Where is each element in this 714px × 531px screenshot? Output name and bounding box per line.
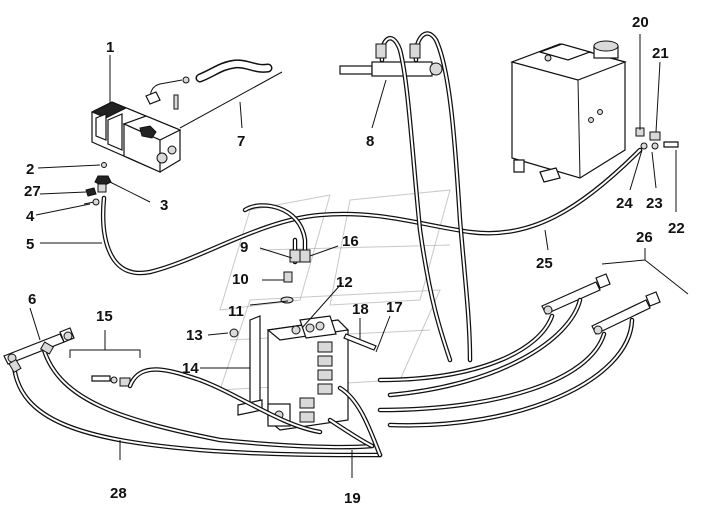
label-11: 11 xyxy=(228,303,244,320)
label-10: 10 xyxy=(232,271,249,288)
label-1: 1 xyxy=(106,39,114,56)
label-20: 20 xyxy=(632,14,649,31)
label-3: 3 xyxy=(160,197,168,214)
label-2: 2 xyxy=(26,161,34,178)
breather-hose xyxy=(145,59,283,129)
small-fittings-left xyxy=(83,162,112,206)
label-24: 24 xyxy=(616,195,633,212)
label-27: 27 xyxy=(24,183,41,200)
label-4: 4 xyxy=(26,208,35,225)
label-25: 25 xyxy=(536,255,553,272)
label-28: 28 xyxy=(110,485,127,502)
label-14: 14 xyxy=(182,360,199,377)
label-7: 7 xyxy=(237,133,245,150)
label-21: 21 xyxy=(652,45,669,62)
lift-cylinder-top xyxy=(339,31,473,363)
right-cylinders xyxy=(541,273,661,335)
label-13: 13 xyxy=(186,327,203,344)
left-cylinder xyxy=(3,327,75,365)
pipe-18 xyxy=(343,333,377,351)
label-23: 23 xyxy=(646,195,663,212)
label-16: 16 xyxy=(342,233,359,250)
leader-lines xyxy=(29,34,689,478)
label-12: 12 xyxy=(336,274,353,291)
fittings-15 xyxy=(91,375,131,387)
label-17: 17 xyxy=(386,299,403,316)
label-18: 18 xyxy=(352,301,369,318)
label-15: 15 xyxy=(96,308,113,325)
hoses-right xyxy=(327,297,635,458)
label-26: 26 xyxy=(636,229,653,246)
valve-loop-hose xyxy=(242,203,311,304)
label-5: 5 xyxy=(26,236,34,253)
hoses-left xyxy=(8,341,383,458)
part-labels: 1 2 3 4 5 6 7 8 9 10 11 12 13 14 15 16 1… xyxy=(24,14,685,507)
tank-fittings xyxy=(635,127,679,150)
control-valve-block xyxy=(229,315,350,431)
hydraulic-tank xyxy=(510,40,627,183)
label-8: 8 xyxy=(366,133,374,150)
filter-housing xyxy=(90,101,182,173)
label-6: 6 xyxy=(28,291,36,308)
label-9: 9 xyxy=(240,239,248,256)
label-22: 22 xyxy=(668,220,685,237)
return-hose xyxy=(100,147,643,276)
label-19: 19 xyxy=(344,490,361,507)
